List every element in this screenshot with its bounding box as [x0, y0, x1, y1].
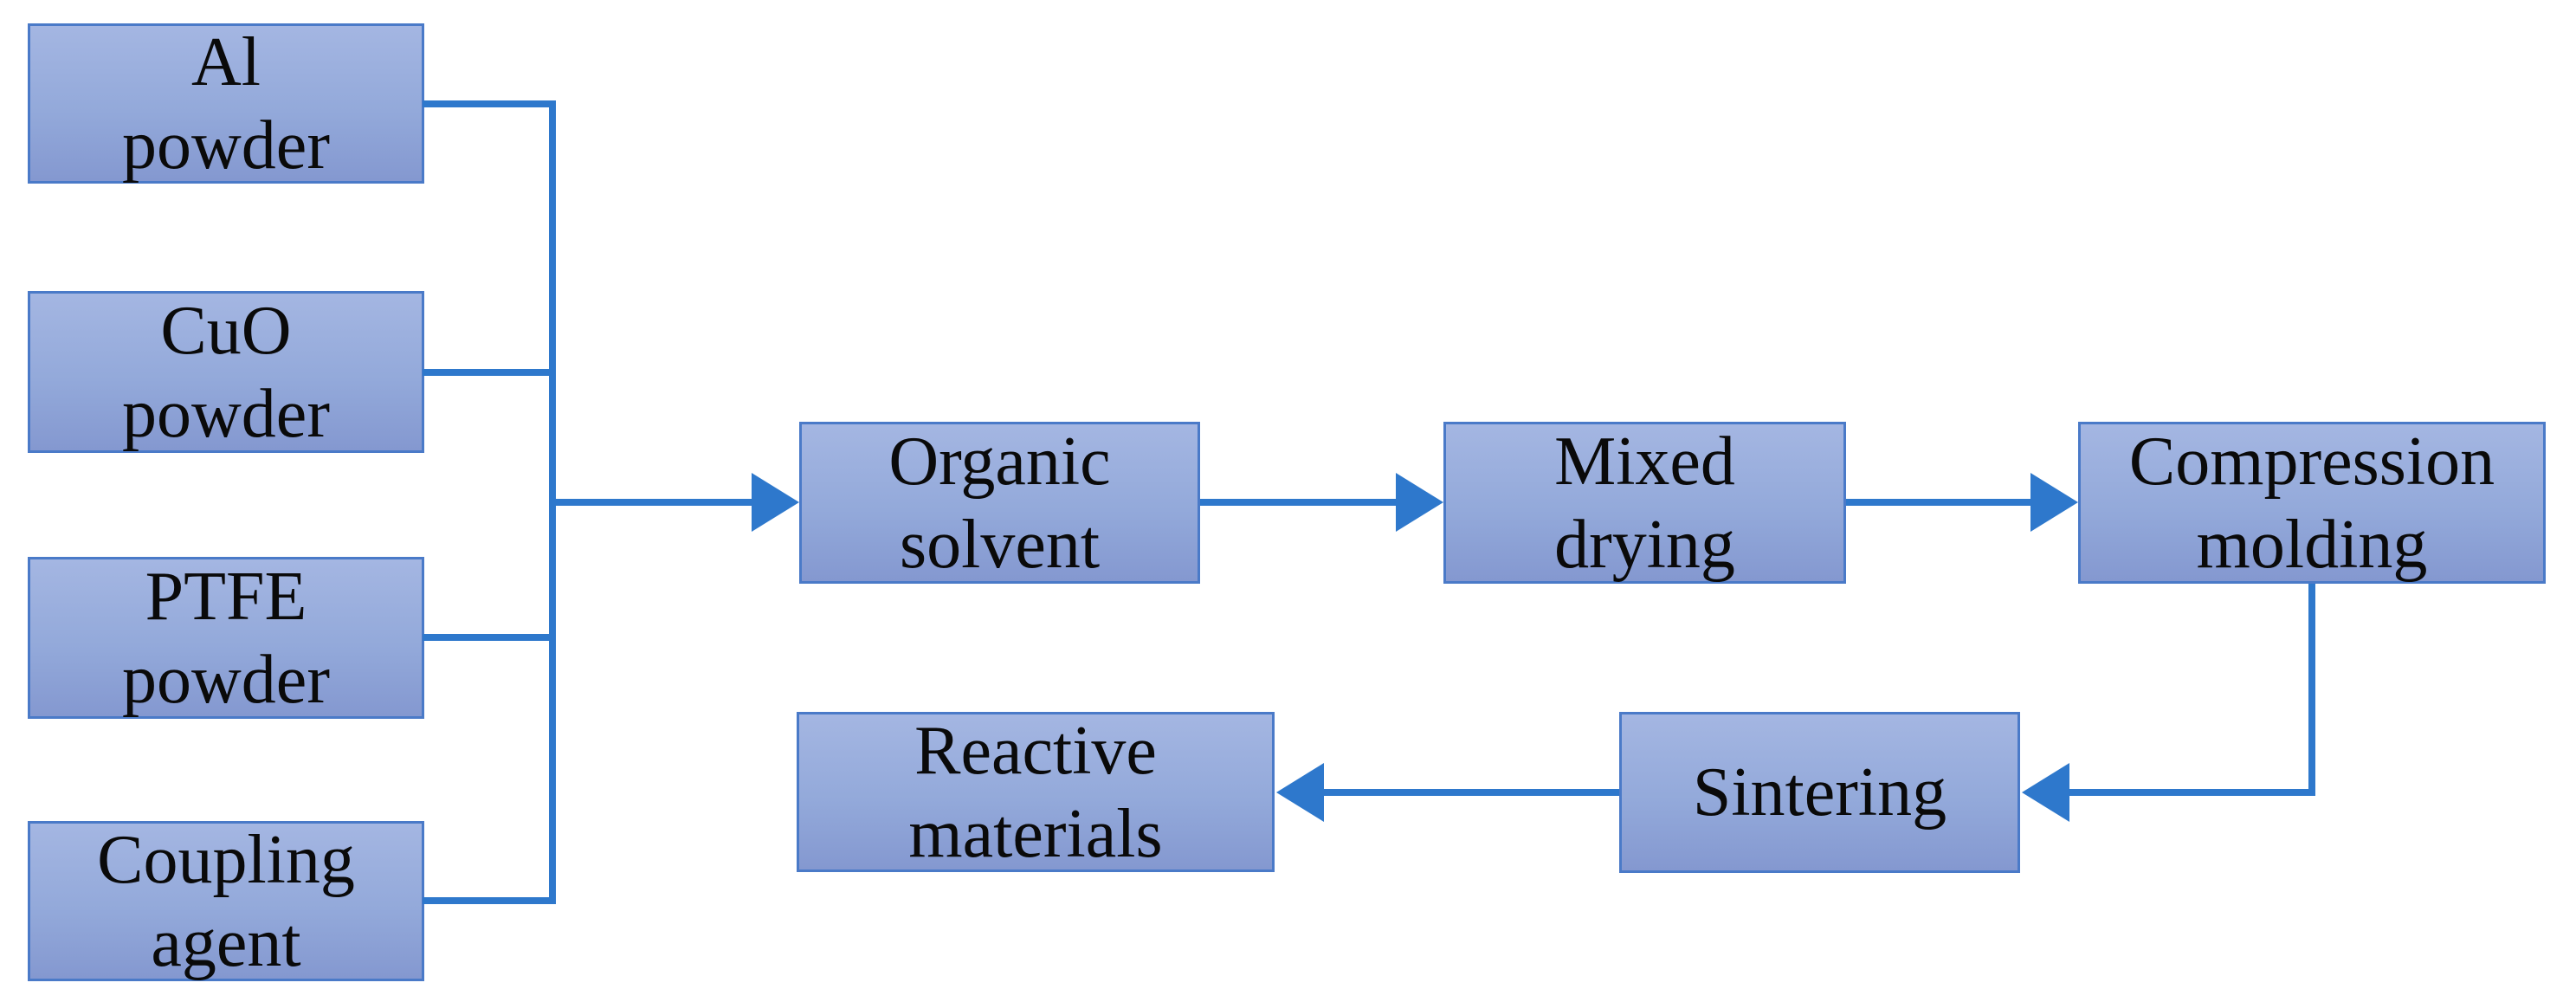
node-label-line: Al — [191, 23, 261, 100]
node-label-line: solvent — [899, 506, 1101, 583]
node-mixed-drying: Mixed drying — [1443, 422, 1846, 584]
arrowhead-into-reactive-materials-icon — [1276, 763, 1324, 822]
node-label-line: Reactive — [914, 712, 1157, 789]
node-label-line: Organic — [888, 423, 1111, 500]
node-coupling-agent: Coupling agent — [28, 821, 424, 981]
node-label-line: powder — [122, 107, 330, 184]
node-compression-molding: Compression molding — [2078, 422, 2546, 584]
node-label-line: Coupling — [97, 821, 355, 898]
connector-organic-to-mixed — [1200, 499, 1396, 506]
node-cuo-powder: CuO powder — [28, 291, 424, 453]
node-label-line: agent — [151, 904, 301, 981]
node-label-line: materials — [908, 795, 1163, 872]
connector-cuo-powder-stub — [423, 369, 552, 376]
node-sintering: Sintering — [1619, 712, 2020, 873]
connector-compression-elbow-horizontal — [2069, 789, 2312, 796]
connector-ptfe-powder-stub — [423, 634, 552, 641]
node-label-line: drying — [1554, 506, 1735, 583]
connector-coupling-agent-stub — [423, 897, 552, 904]
connector-trunk-to-organic-solvent — [552, 499, 752, 506]
node-label-line: molding — [2196, 506, 2428, 583]
node-label-line: CuO — [160, 292, 292, 369]
node-al-powder: Al powder — [28, 23, 424, 184]
node-ptfe-powder: PTFE powder — [28, 557, 424, 719]
arrowhead-into-organic-solvent-icon — [752, 473, 799, 532]
node-label-line: powder — [122, 375, 330, 452]
node-organic-solvent: Organic solvent — [799, 422, 1200, 584]
node-reactive-materials: Reactive materials — [797, 712, 1275, 872]
node-label-line: Compression — [2128, 423, 2495, 500]
connector-compression-elbow-vertical — [2308, 584, 2315, 796]
connector-sintering-to-reactive — [1324, 789, 1619, 796]
node-label-line: Mixed — [1554, 423, 1735, 500]
node-label-line: PTFE — [145, 558, 307, 635]
arrowhead-into-sintering-icon — [2022, 763, 2069, 822]
node-label-line: powder — [122, 641, 330, 718]
connector-al-powder-stub — [423, 100, 552, 107]
node-label-line: Sintering — [1692, 754, 1947, 831]
arrowhead-into-mixed-drying-icon — [1396, 473, 1443, 532]
arrowhead-into-compression-molding-icon — [2030, 473, 2078, 532]
connector-mixed-to-compression — [1846, 499, 2030, 506]
